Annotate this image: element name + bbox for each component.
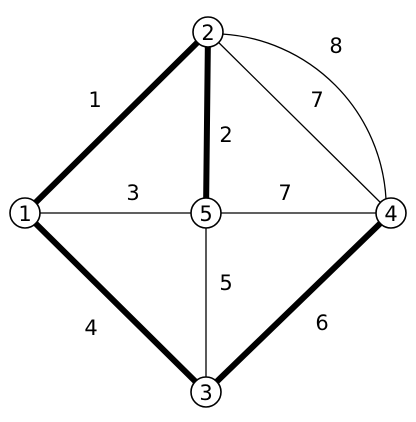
- node-label: 2: [201, 21, 214, 45]
- node-circle: [190, 376, 222, 408]
- node-5: 5: [190, 197, 222, 229]
- edges-layer: [22, 29, 394, 395]
- edge-weight-3-4: 6: [315, 311, 328, 335]
- edge-weight-2-4-curved: 8: [329, 34, 342, 58]
- node-label: 3: [199, 381, 212, 405]
- edge-weight-1-3: 4: [84, 316, 97, 340]
- node-label: 5: [199, 202, 212, 226]
- node-1: 1: [9, 197, 41, 229]
- node-circle: [375, 197, 407, 229]
- edge-1-2: [22, 29, 211, 216]
- edge-1-3: [22, 210, 209, 395]
- weights-layer: 1 2 3 4 5 6 7 7 8: [84, 34, 342, 340]
- edge-weight-5-4: 7: [278, 181, 291, 205]
- node-2: 2: [192, 16, 224, 48]
- edge-2-4: [207, 31, 392, 214]
- node-circle: [9, 197, 41, 229]
- edge-weight-2-4: 7: [310, 88, 323, 112]
- edge-3-4: [203, 210, 394, 395]
- edge-weight-2-5: 2: [219, 123, 232, 147]
- edge-2-5: [203, 29, 211, 216]
- node-circle: [192, 16, 224, 48]
- node-circle: [190, 197, 222, 229]
- edge-weight-1-5: 3: [126, 181, 139, 205]
- edge-2-4-curved: [221, 33, 387, 200]
- node-4: 4: [375, 197, 407, 229]
- node-label: 1: [18, 202, 31, 226]
- edge-weight-5-3: 5: [219, 271, 232, 295]
- nodes-layer: 1 2 3 4 5: [9, 16, 407, 408]
- edge-weight-1-2: 1: [88, 88, 101, 112]
- node-label: 4: [384, 202, 397, 226]
- node-3: 3: [190, 376, 222, 408]
